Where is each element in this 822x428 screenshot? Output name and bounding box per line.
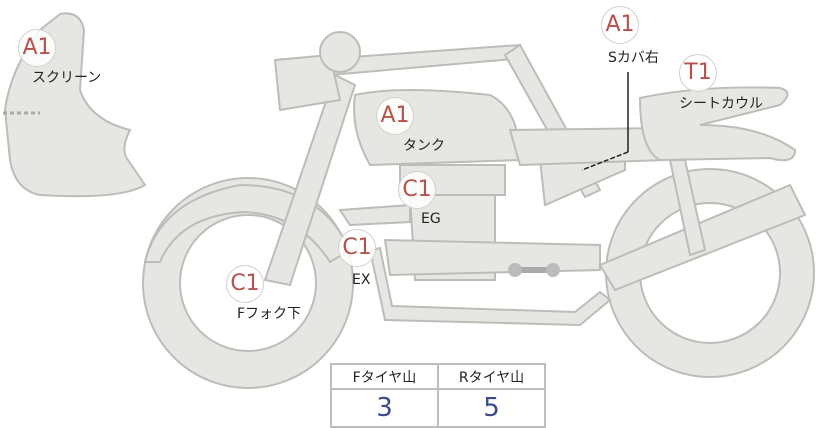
part-label-front-fork: Fフォク下 — [237, 306, 302, 322]
front-tire-header: Fタイヤ山 — [330, 363, 439, 390]
tire-tread-table: Fタイヤ山 Rタイヤ山 3 5 — [330, 363, 546, 428]
rear-tire-header: Rタイヤ山 — [437, 363, 546, 390]
rear-tire-value: 5 — [437, 388, 546, 428]
damage-code-tank: A1 — [376, 97, 414, 135]
part-label-side-cover: Sカバ右 — [608, 50, 659, 66]
damage-code-exhaust: C1 — [338, 229, 376, 267]
part-label-screen: スクリーン — [32, 70, 102, 86]
part-label-tank: タンク — [403, 138, 445, 154]
damage-code-front-fork: C1 — [226, 265, 264, 303]
front-tire-value: 3 — [330, 388, 439, 428]
part-label-exhaust: EX — [352, 272, 371, 288]
damage-code-seat-cowl: T1 — [679, 54, 717, 92]
damage-code-side-cover: A1 — [601, 6, 639, 44]
damage-code-engine: C1 — [398, 171, 436, 209]
damage-code-screen: A1 — [18, 29, 56, 67]
part-label-seat-cowl: シートカウル — [679, 96, 763, 112]
part-label-engine: EG — [421, 211, 441, 227]
